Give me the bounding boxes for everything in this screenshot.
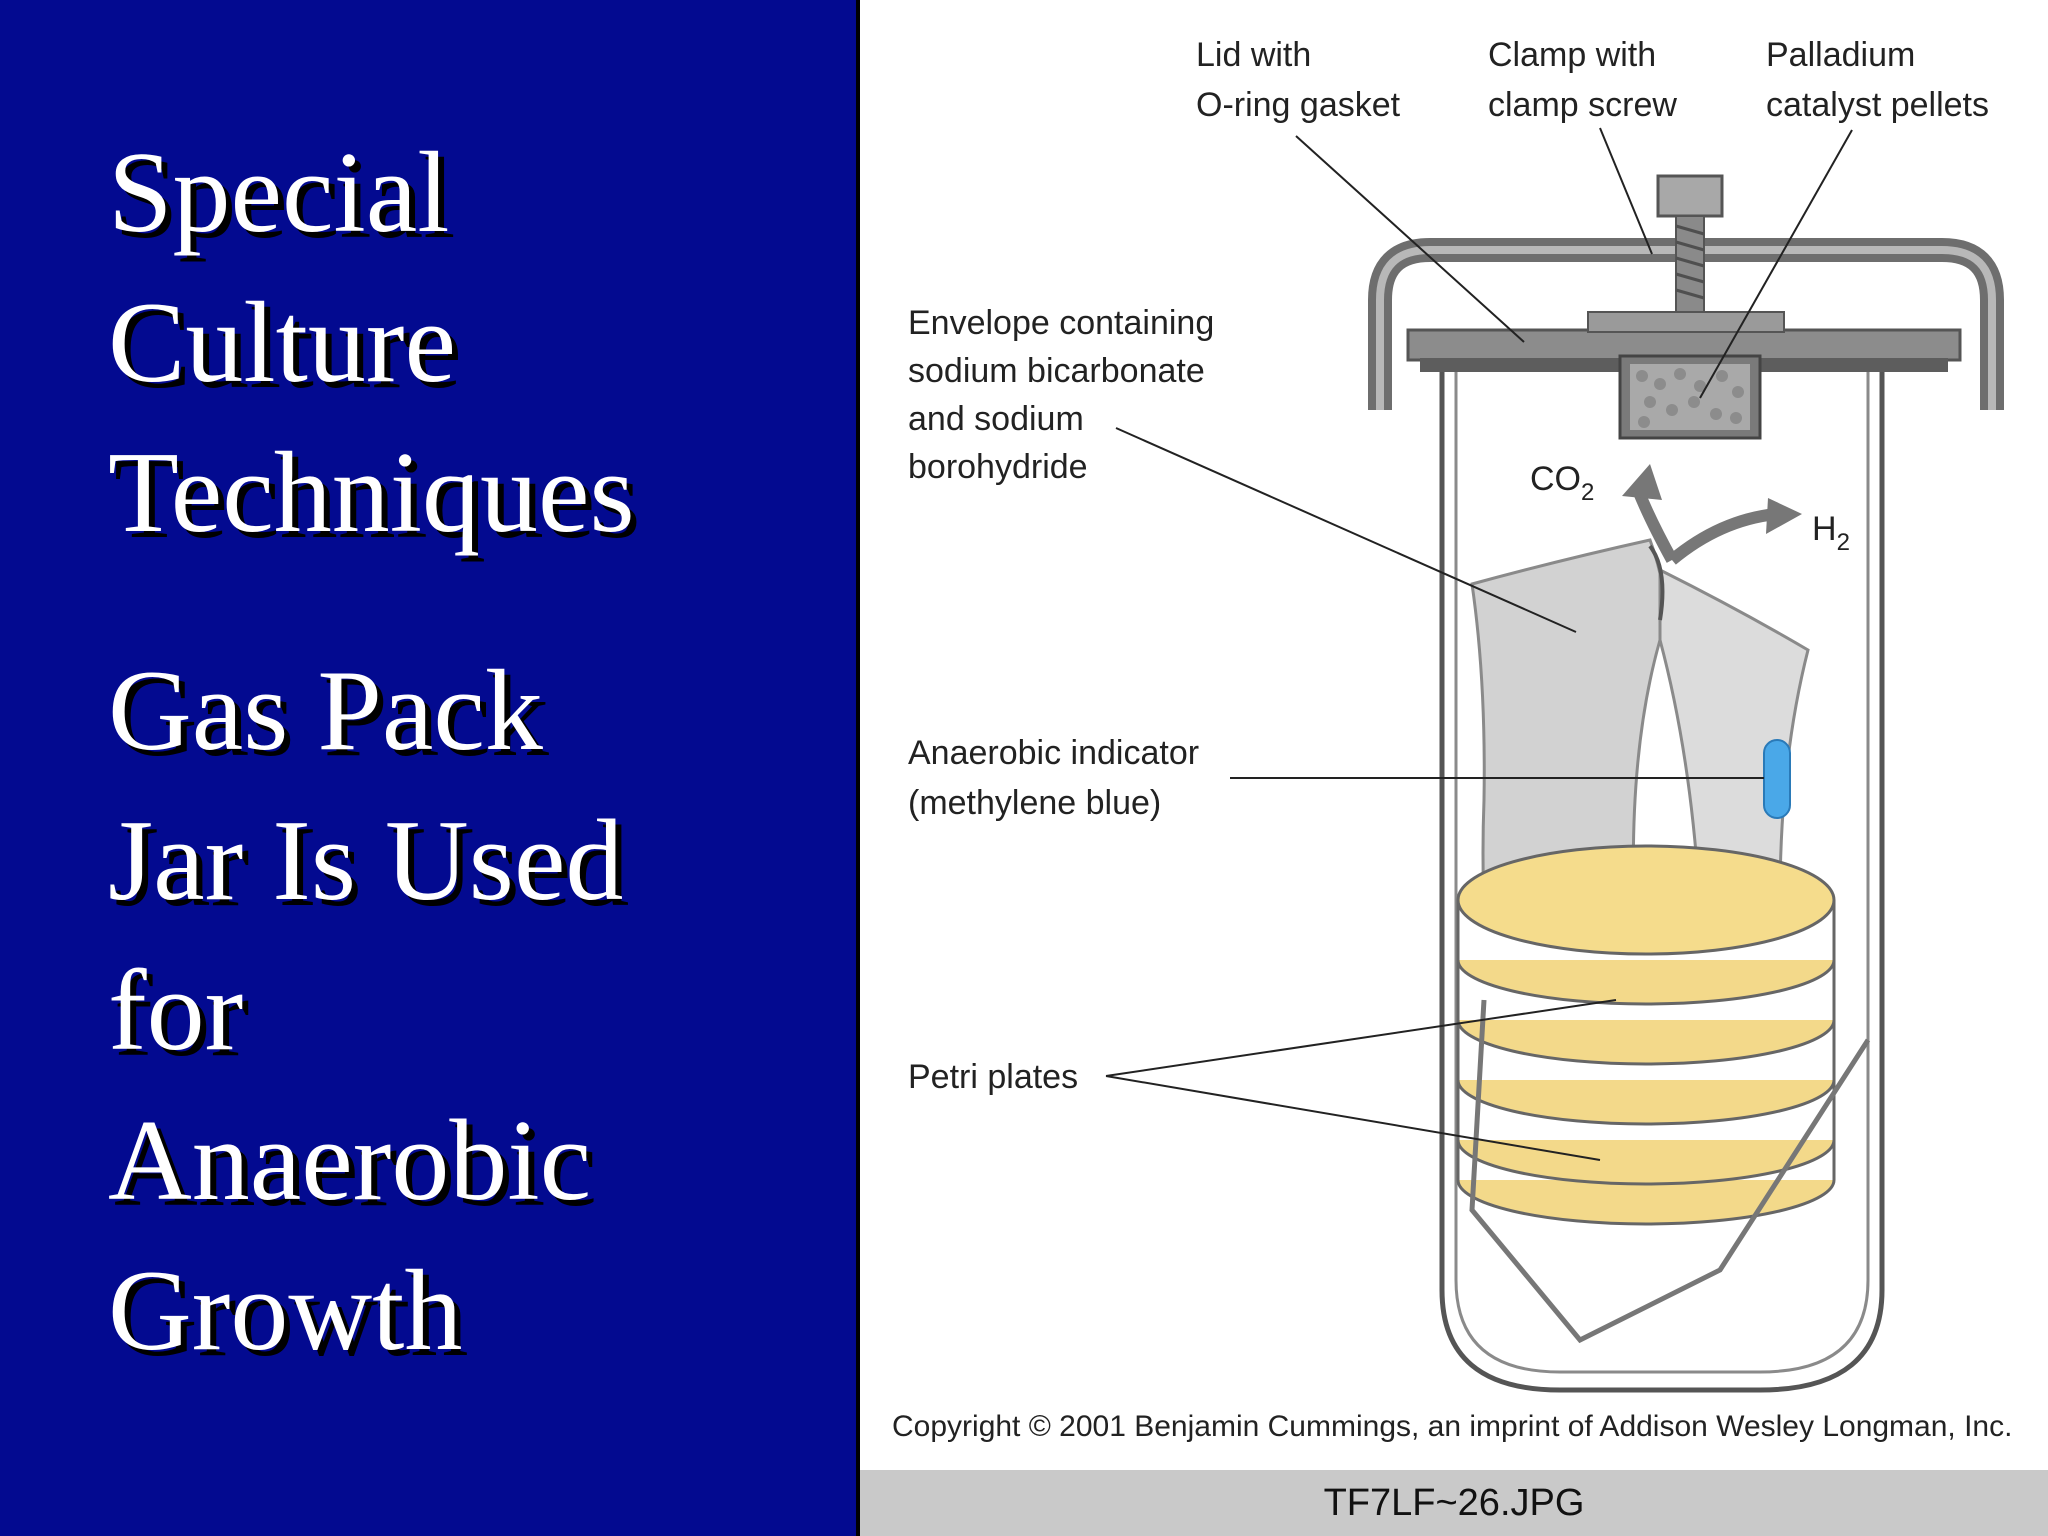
title-line: Special	[108, 129, 450, 257]
label-petri-plates: Petri plates	[908, 1058, 1078, 1096]
co2-arrowhead-icon	[1622, 464, 1662, 500]
clamp-screw-thread	[1675, 224, 1705, 300]
subtitle-line: Anaerobic	[108, 1097, 592, 1225]
title-line: Techniques	[108, 429, 635, 557]
h2-arrowhead-icon	[1766, 498, 1802, 534]
plate-holder-wire	[1469, 999, 1871, 1344]
methylene-blue-indicator	[1763, 739, 1791, 819]
subtitle-line: Gas Pack	[108, 647, 543, 775]
label-palladium-line2: catalyst pellets	[1766, 86, 1989, 124]
label-clamp-line2: clamp screw	[1488, 86, 1677, 124]
label-palladium-line1: Palladium	[1766, 36, 1915, 74]
lid-plate	[1587, 311, 1785, 333]
label-lid-line2: O-ring gasket	[1196, 86, 1401, 124]
leader-lines	[1105, 127, 1853, 1161]
label-h2-main: H	[1812, 510, 1837, 548]
subtitle-line: Jar Is Used	[108, 797, 624, 925]
label-co2-sub: 2	[1581, 479, 1594, 506]
gaspak-jar-figure: Lid with O-ring gasket Clamp with clamp …	[856, 0, 2048, 1536]
envelope-tear	[1648, 544, 1665, 621]
subtitle-line: for	[108, 947, 244, 1075]
slide-text-panel: Special Culture Techniques Gas Pack Jar …	[0, 0, 856, 1536]
label-h2-sub: 2	[1837, 529, 1850, 556]
jar-inner-wall	[1454, 372, 1870, 1374]
slide-title: Special Culture Techniques	[108, 118, 635, 568]
label-envelope-line2: sodium bicarbonate	[908, 352, 1205, 390]
filename-caption: TF7LF~26.JPG	[860, 1470, 2048, 1536]
copyright-notice: Copyright © 2001 Benjamin Cummings, an i…	[892, 1410, 2013, 1443]
catalyst-pellet-texture	[1636, 368, 1744, 428]
jar-diagram: Lid with O-ring gasket Clamp with clamp …	[908, 36, 2004, 1393]
subtitle-line: Growth	[108, 1247, 463, 1375]
h2-arrow	[1668, 508, 1777, 565]
label-co2: CO2	[1530, 460, 1594, 506]
slide-subtitle: Gas Pack Jar Is Used for Anaerobic Growt…	[108, 636, 623, 1386]
label-indicator-line1: Anaerobic indicator	[908, 734, 1199, 772]
title-line: Culture	[108, 279, 456, 407]
label-h2: H2	[1812, 510, 1850, 556]
label-co2-main: CO	[1530, 460, 1581, 498]
petri-plates-stack	[1456, 844, 1836, 1226]
label-lid-line1: Lid with	[1196, 36, 1311, 74]
label-envelope-line3: and sodium	[908, 400, 1084, 438]
label-clamp-line1: Clamp with	[1488, 36, 1656, 74]
label-indicator-line2: (methylene blue)	[908, 784, 1161, 822]
label-envelope-line4: borohydride	[908, 448, 1088, 486]
label-envelope-line1: Envelope containing	[908, 304, 1214, 342]
clamp-screw-head	[1656, 174, 1724, 218]
